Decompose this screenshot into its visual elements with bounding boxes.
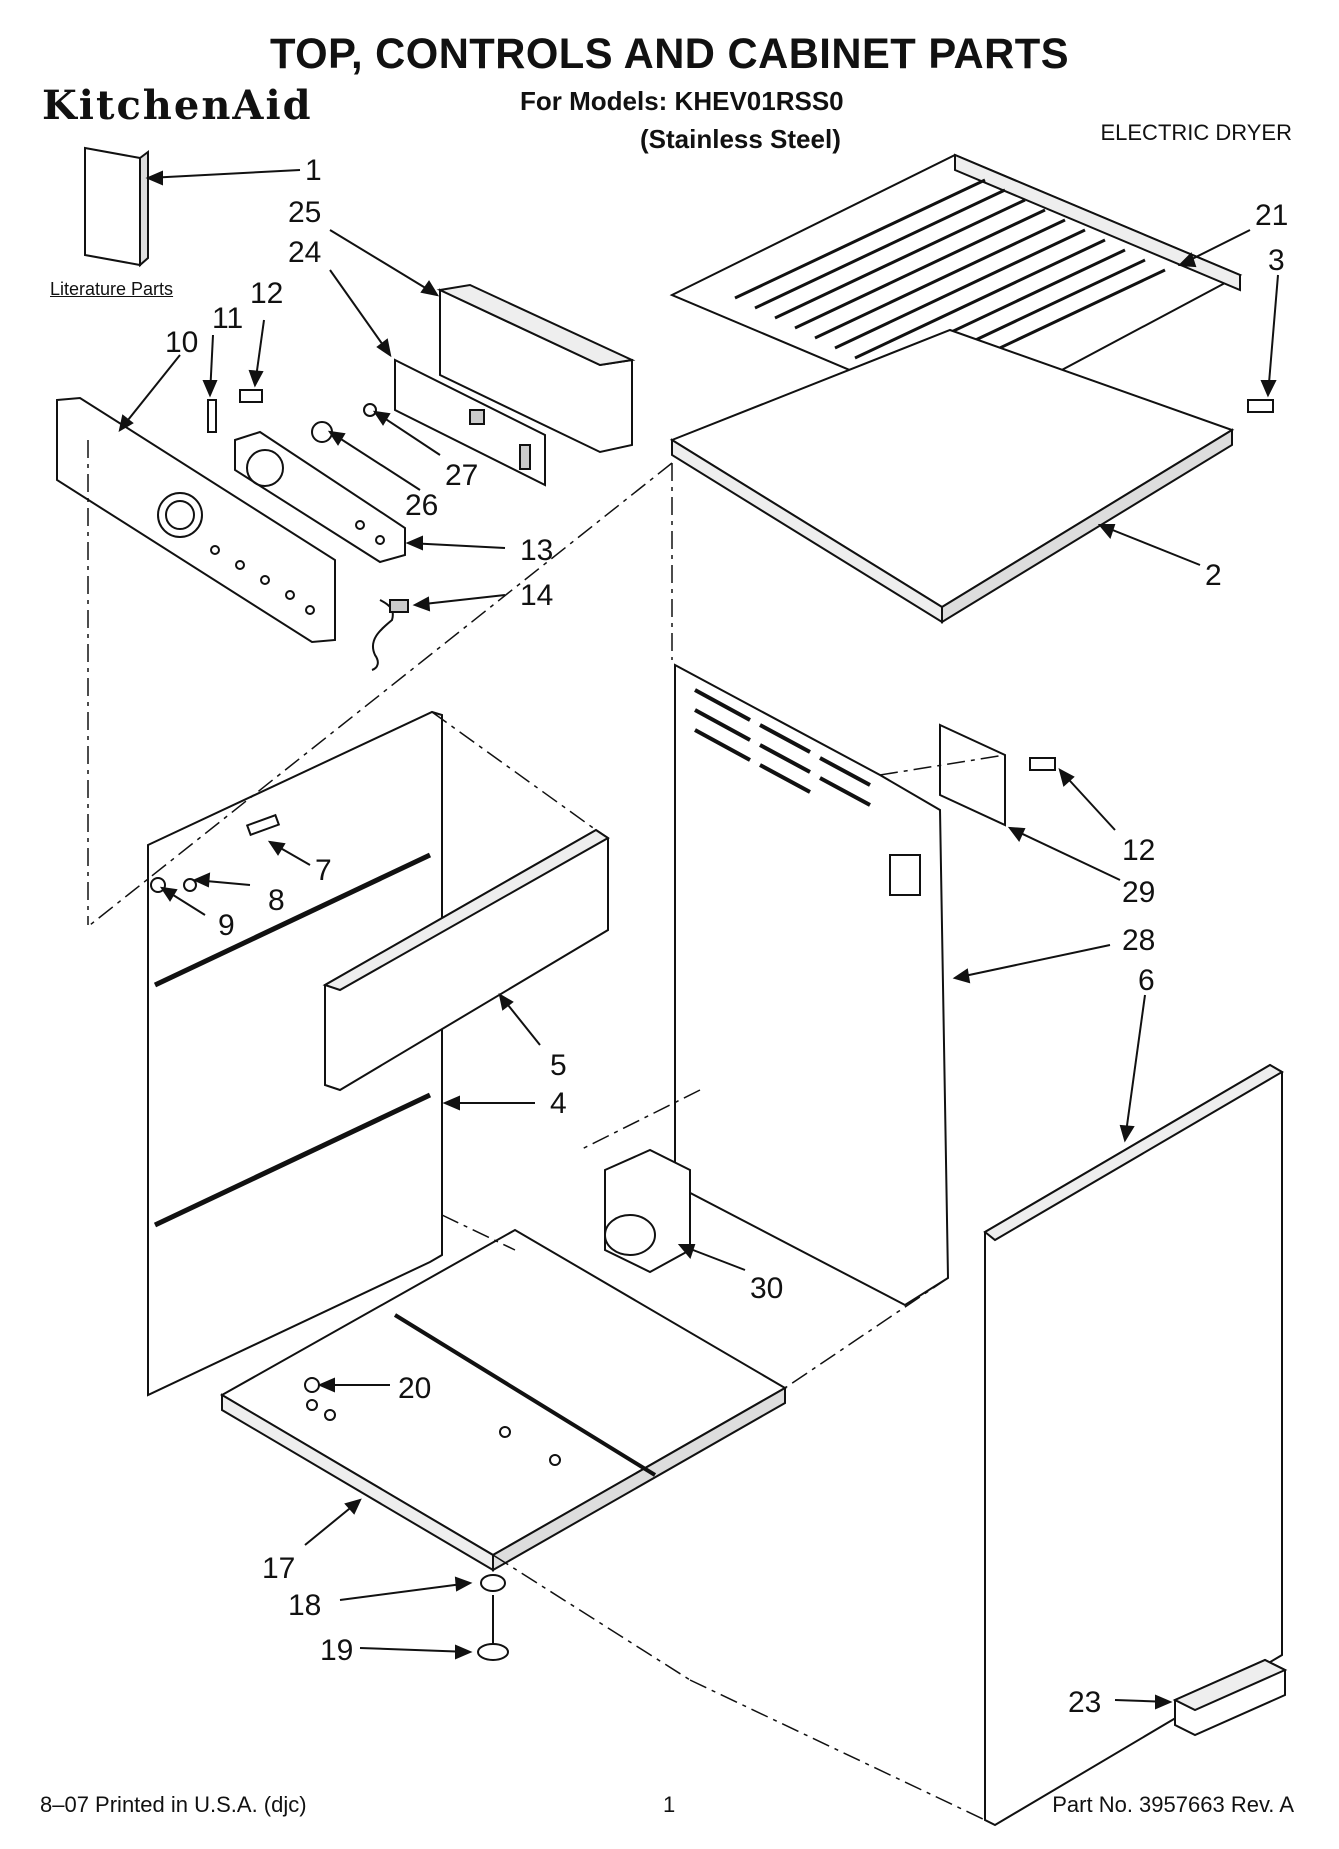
wire-harness <box>371 599 409 671</box>
door-trim <box>322 828 610 1092</box>
models-line: For Models: KHEV01RSS0 <box>520 86 844 116</box>
callout-1: 1 <box>305 154 322 187</box>
callout-11: 11 <box>212 302 243 335</box>
callout-4: 4 <box>550 1087 567 1120</box>
page-title: TOP, CONTROLS AND CABINET PARTS <box>269 30 1070 78</box>
page-number: 1 <box>663 1792 676 1817</box>
part-number: Part No. 3957663 Rev. A <box>1052 1792 1294 1817</box>
callout-12-right: 12 <box>1122 834 1155 867</box>
callout-20: 20 <box>398 1372 431 1405</box>
top-panel <box>669 328 1235 624</box>
control-housing <box>436 283 636 454</box>
parts-bag <box>1172 1658 1288 1737</box>
screws-console <box>207 389 377 443</box>
brand-logo: KitchenAid <box>42 82 313 129</box>
literature-book <box>84 146 149 268</box>
rear-panel <box>674 663 950 1307</box>
side-panel <box>983 1063 1284 1827</box>
callout-3: 3 <box>1268 244 1285 277</box>
callout-6: 6 <box>1138 964 1155 997</box>
callout-24: 24 <box>288 236 321 269</box>
callout-23: 23 <box>1068 1686 1101 1719</box>
callout-8: 8 <box>268 884 285 917</box>
callout-18: 18 <box>288 1589 321 1622</box>
callout-13: 13 <box>520 534 553 567</box>
callout-17: 17 <box>262 1552 295 1585</box>
callout-9: 9 <box>218 909 235 942</box>
blower-assembly <box>604 1148 691 1274</box>
callout-5: 5 <box>550 1049 567 1082</box>
literature-parts-label: Literature Parts <box>50 279 174 299</box>
callout-19: 19 <box>320 1634 353 1667</box>
callout-14: 14 <box>520 579 553 612</box>
callout-12: 12 <box>250 277 283 310</box>
appliance-type: ELECTRIC DRYER <box>1100 120 1292 145</box>
leveling-leg <box>477 1574 509 1661</box>
print-info: 8–07 Printed in U.S.A. (djc) <box>40 1792 307 1817</box>
cabinet-base <box>219 1228 787 1572</box>
finish-label: (Stainless Steel) <box>640 124 841 154</box>
control-overlay <box>234 430 406 564</box>
callout-29: 29 <box>1122 876 1155 909</box>
callout-25: 25 <box>288 196 321 229</box>
callout-30: 30 <box>750 1272 783 1305</box>
console-panel <box>56 396 336 644</box>
callout-21: 21 <box>1255 199 1288 232</box>
callout-2: 2 <box>1205 559 1222 592</box>
callout-10: 10 <box>165 326 198 359</box>
callout-27: 27 <box>445 459 478 492</box>
control-board <box>394 358 546 487</box>
access-cover <box>939 723 1006 827</box>
callout-7: 7 <box>315 854 332 887</box>
callout-26: 26 <box>405 489 438 522</box>
callout-28: 28 <box>1122 924 1155 957</box>
